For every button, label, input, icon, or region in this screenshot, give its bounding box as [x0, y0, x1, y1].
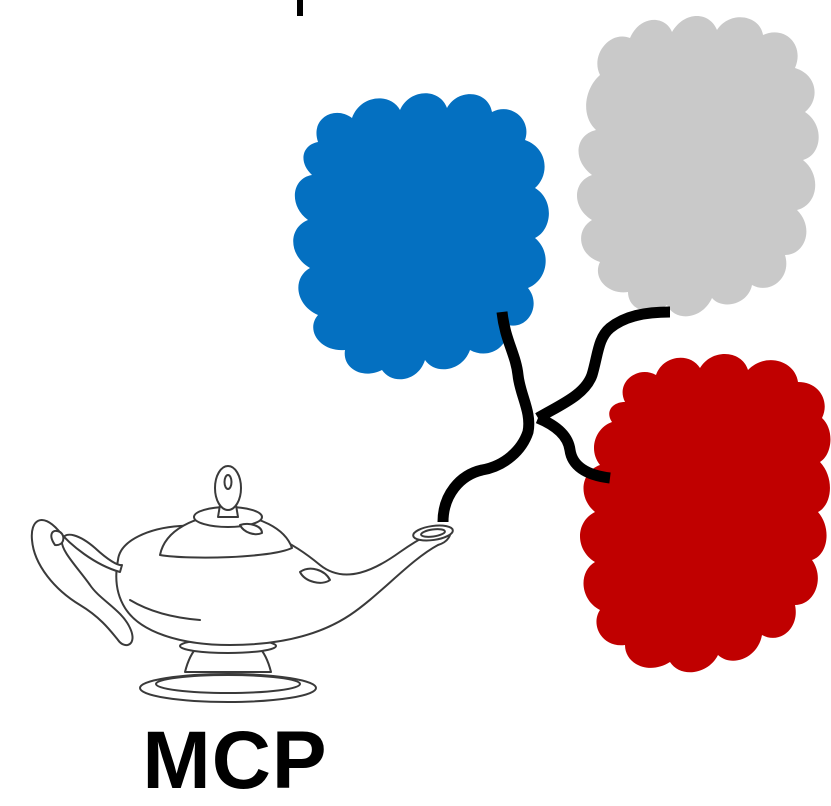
blue-cloud-icon [293, 93, 549, 380]
gray-cloud-icon [577, 16, 819, 317]
connector-lines [437, 306, 671, 523]
caption-label: MCP [142, 715, 328, 806]
connector-to-blue-cloud [437, 311, 535, 523]
top-connector-stub [297, 0, 303, 16]
connector-to-red-cloud [535, 412, 611, 484]
magic-lamp-icon [30, 465, 454, 703]
connector-to-gray-cloud [535, 306, 671, 423]
red-cloud-icon [580, 353, 831, 673]
